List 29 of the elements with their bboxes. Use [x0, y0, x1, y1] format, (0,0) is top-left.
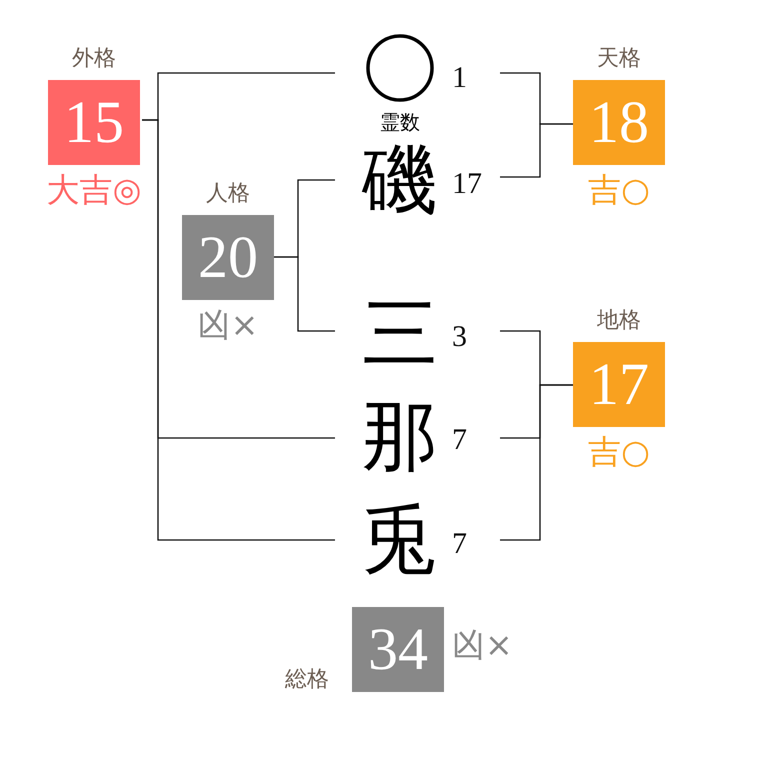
- caption-label: 霊数: [380, 110, 420, 134]
- verdict-label: 吉○: [588, 432, 650, 472]
- grade-heading: 外格: [72, 45, 116, 73]
- name-character: 那: [362, 396, 438, 476]
- stroke-count: 17: [452, 168, 482, 200]
- verdict-label: 凶×: [198, 305, 258, 345]
- score-box: 20: [182, 215, 274, 300]
- grade-heading: 天格: [597, 45, 641, 73]
- score-box: 17: [573, 342, 665, 427]
- grade-heading: 人格: [206, 180, 250, 208]
- stroke-count: 7: [452, 424, 467, 456]
- name-character: 兎: [362, 500, 438, 580]
- verdict-label: 凶×: [452, 625, 513, 665]
- bracket-line: [500, 384, 573, 541]
- verdict-label: 大吉◎: [46, 170, 142, 210]
- bracket-line: [500, 123, 573, 178]
- grade-heading: 総格: [285, 666, 329, 694]
- name-character: 磯: [362, 140, 438, 220]
- grade-heading: 地格: [597, 307, 641, 335]
- bracket-line: [142, 119, 335, 541]
- score-box: 18: [573, 80, 665, 165]
- stroke-count: 1: [452, 62, 467, 94]
- stroke-count: 3: [452, 321, 467, 353]
- verdict-label: 吉○: [588, 170, 650, 210]
- stroke-count: 7: [452, 528, 467, 560]
- name-character: 三: [362, 293, 438, 373]
- bracket-line: [274, 256, 335, 332]
- score-box: 15: [48, 80, 140, 165]
- score-box: 34: [352, 607, 444, 692]
